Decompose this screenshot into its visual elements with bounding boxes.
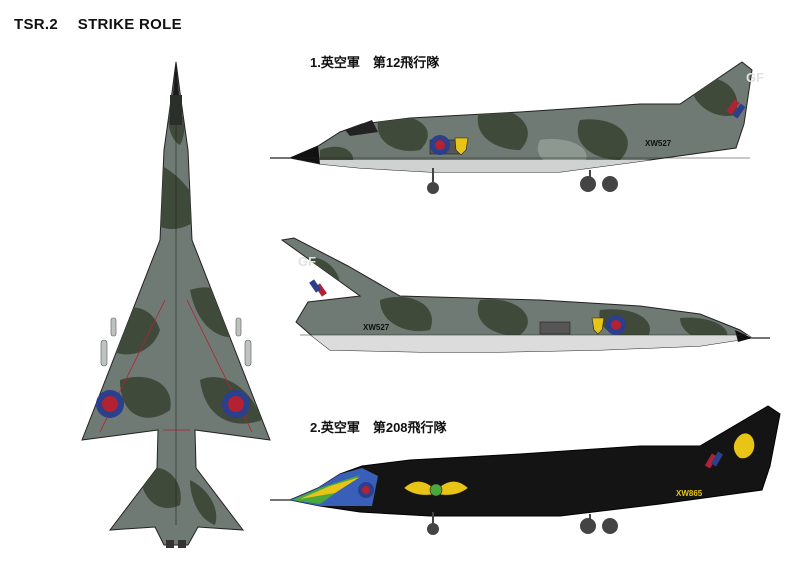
page-title: TSR.2 STRIKE ROLE — [14, 16, 182, 33]
squadron-badge-icon — [591, 317, 605, 335]
fin-flash-icon — [309, 279, 327, 297]
serial-number: XW865 — [676, 489, 703, 498]
side-view-aircraft: XW865 — [270, 405, 781, 535]
squadron-badge-icon — [454, 137, 469, 156]
left-pod — [100, 339, 108, 367]
side-view-aircraft-inverted: GF XW527 — [280, 237, 770, 353]
tail-code: GF — [746, 70, 764, 85]
roundel-icon — [358, 482, 374, 498]
serial-number: XW527 — [363, 323, 390, 332]
fin-flash-icon — [704, 451, 724, 469]
winged-emblem-icon — [403, 481, 469, 497]
caption-no12-squadron: 1.英空軍 第12飛行隊 — [310, 55, 440, 70]
top-view-aircraft — [81, 61, 271, 548]
serial-number: XW527 — [645, 139, 672, 148]
tail-code: GF — [298, 254, 316, 269]
roundel-icon — [222, 390, 250, 418]
fin-flash-icon — [726, 99, 746, 119]
roundel-icon — [430, 135, 450, 155]
squadron-badge-icon — [733, 433, 755, 459]
right-pod — [244, 339, 252, 367]
roundel-icon — [606, 315, 626, 335]
caption-no208-squadron: 2.英空軍 第208飛行隊 — [310, 420, 447, 435]
landing-gear — [427, 512, 618, 535]
roundel-icon — [96, 390, 124, 418]
side-view-aircraft: GF XW527 — [270, 61, 764, 194]
landing-gear — [427, 168, 618, 194]
